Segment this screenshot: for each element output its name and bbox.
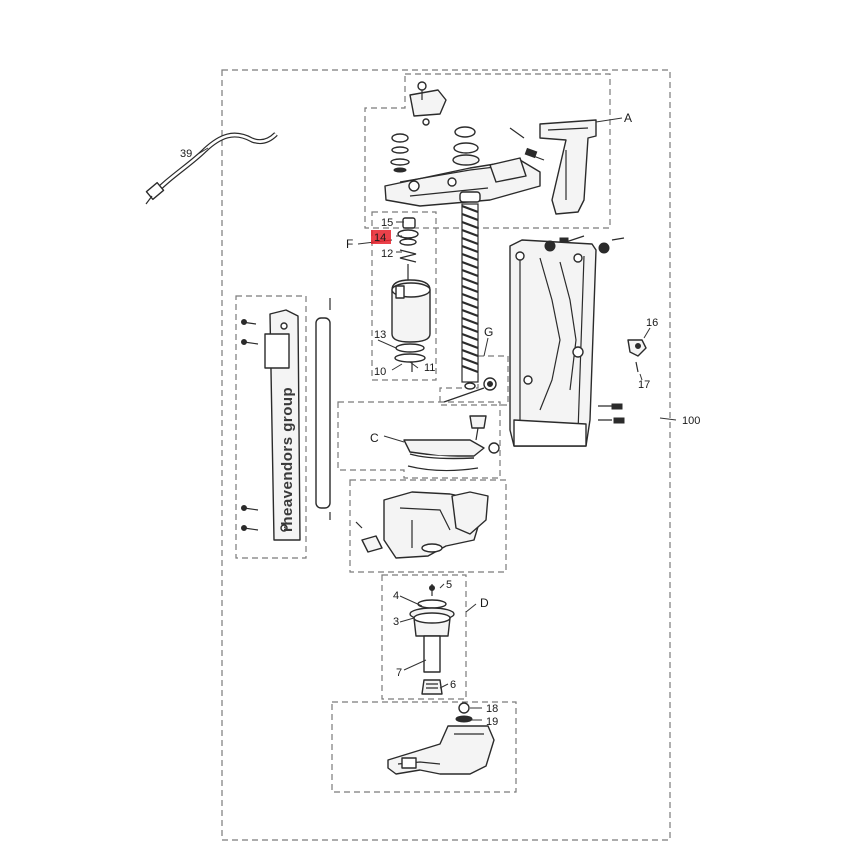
- callout-15: 15: [381, 217, 393, 229]
- callout-g: G: [484, 325, 493, 339]
- assembly-d-box: [381, 574, 467, 700]
- callout-7: 7: [396, 667, 402, 679]
- fittings-16-17: [627, 327, 651, 381]
- callout-19: 19: [486, 716, 498, 728]
- top-frame-parts: [384, 81, 623, 215]
- callout-4: 4: [393, 590, 399, 602]
- callout-39: 39: [180, 148, 192, 160]
- side-frame-panel: [509, 235, 625, 447]
- dispenser-body-box: [349, 479, 507, 573]
- callout-16: 16: [646, 317, 658, 329]
- callout-f: F: [346, 237, 353, 251]
- assembly-g-box: [439, 355, 509, 406]
- callout-3: 3: [393, 616, 399, 628]
- dispenser-body-parts: [355, 491, 489, 559]
- callout-10: 10: [374, 366, 386, 378]
- callout-14-highlight: [371, 230, 391, 244]
- assembly-d-parts: [409, 584, 455, 695]
- auger-spiral: [459, 191, 481, 390]
- assembly-a-box: [364, 73, 611, 229]
- assembly-f-box: [371, 211, 437, 381]
- hose-part-39: [145, 132, 278, 205]
- callout-11: 11: [424, 362, 435, 374]
- assembly-100-outline: [221, 69, 671, 841]
- nozzle-box: [331, 701, 517, 793]
- callout-c: C: [370, 431, 379, 445]
- callout-5: 5: [446, 579, 452, 591]
- motor-assembly-f: [391, 217, 431, 372]
- brand-text: rheavendors group: [279, 387, 296, 532]
- callout-6: 6: [450, 679, 456, 691]
- callout-18: 18: [486, 703, 498, 715]
- callout-100: 100: [682, 415, 700, 427]
- assembly-g-parts: [443, 377, 497, 403]
- callout-d: D: [480, 596, 489, 610]
- assembly-c-box: [337, 401, 501, 479]
- handle-panel-parts: [241, 298, 331, 541]
- callout-14: 14: [374, 232, 386, 244]
- callout-12: 12: [381, 248, 393, 260]
- callout-13: 13: [374, 329, 386, 341]
- handle-panel-box: [235, 295, 307, 559]
- callout-17: 17: [638, 379, 650, 391]
- assembly-c-parts: [383, 415, 500, 472]
- callout-a: A: [624, 111, 632, 125]
- nozzle-parts: [387, 702, 495, 775]
